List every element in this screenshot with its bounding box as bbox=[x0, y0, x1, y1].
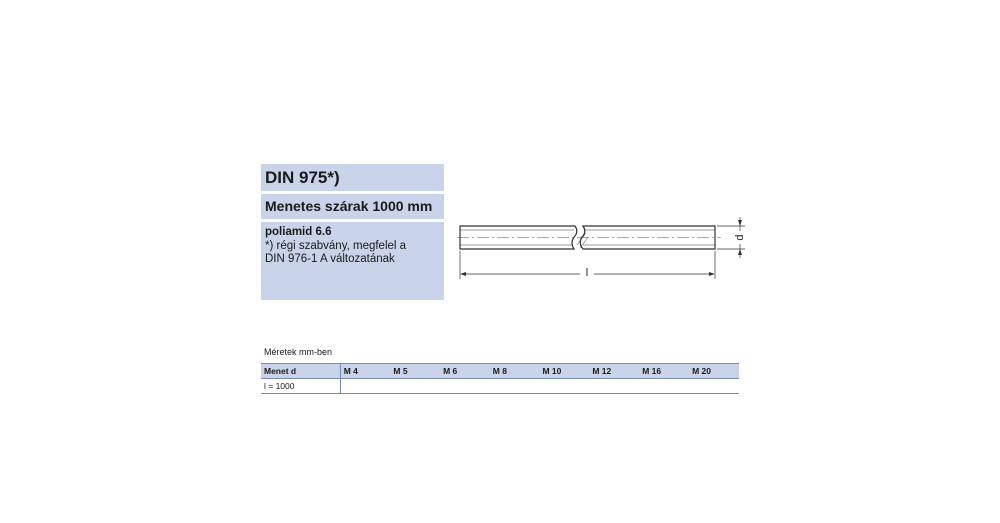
size-table: Menet d M 4 M 5 M 6 M 8 M 10 M 12 M 16 M… bbox=[261, 363, 739, 394]
standard-note-line-2: DIN 976-1 A változatának bbox=[265, 253, 395, 265]
size-cell: M 12 bbox=[589, 363, 640, 379]
value-cell bbox=[390, 378, 441, 394]
material-label: poliamid 6.6 bbox=[265, 226, 332, 238]
size-cell: M 20 bbox=[689, 363, 739, 379]
threaded-rod-drawing: l d bbox=[457, 217, 747, 279]
thread-header-cell: Menet d bbox=[261, 363, 341, 379]
units-note: Méretek mm-ben bbox=[264, 347, 333, 357]
value-cell bbox=[340, 378, 391, 394]
size-cell: M 6 bbox=[440, 363, 490, 379]
value-cell bbox=[440, 378, 490, 394]
diameter-label: d bbox=[734, 234, 746, 240]
size-cell: M 8 bbox=[489, 363, 540, 379]
standard-note-line-1: *) régi szabvány, megfelel a bbox=[265, 239, 407, 252]
size-cell: M 10 bbox=[539, 363, 590, 379]
size-cell: M 4 bbox=[340, 363, 391, 379]
length-label: l bbox=[586, 267, 588, 279]
info-text: poliamid 6.6 *) régi szabvány, megfelel … bbox=[265, 226, 406, 267]
title-box: DIN 975*) bbox=[261, 164, 444, 191]
table-row: l = 1000 bbox=[261, 378, 739, 394]
table-header-row: Menet d M 4 M 5 M 6 M 8 M 10 M 12 M 16 M… bbox=[261, 363, 739, 379]
value-cell bbox=[539, 378, 590, 394]
length-label-bg bbox=[580, 266, 594, 278]
size-cell: M 16 bbox=[639, 363, 690, 379]
length-row-label: l = 1000 bbox=[261, 378, 341, 394]
product-subtitle: Menetes szárak 1000 mm bbox=[265, 198, 433, 214]
product-title: DIN 975*) bbox=[265, 168, 340, 187]
size-cell: M 5 bbox=[390, 363, 441, 379]
value-cell bbox=[639, 378, 690, 394]
rod-left-part bbox=[459, 225, 578, 250]
diameter-label-bg bbox=[733, 231, 747, 244]
info-box: poliamid 6.6 *) régi szabvány, megfelel … bbox=[261, 222, 444, 300]
value-cell bbox=[689, 378, 739, 394]
value-cell bbox=[489, 378, 540, 394]
value-cell bbox=[589, 378, 640, 394]
rod-right-part bbox=[576, 225, 716, 250]
subtitle-box: Menetes szárak 1000 mm bbox=[261, 194, 444, 219]
